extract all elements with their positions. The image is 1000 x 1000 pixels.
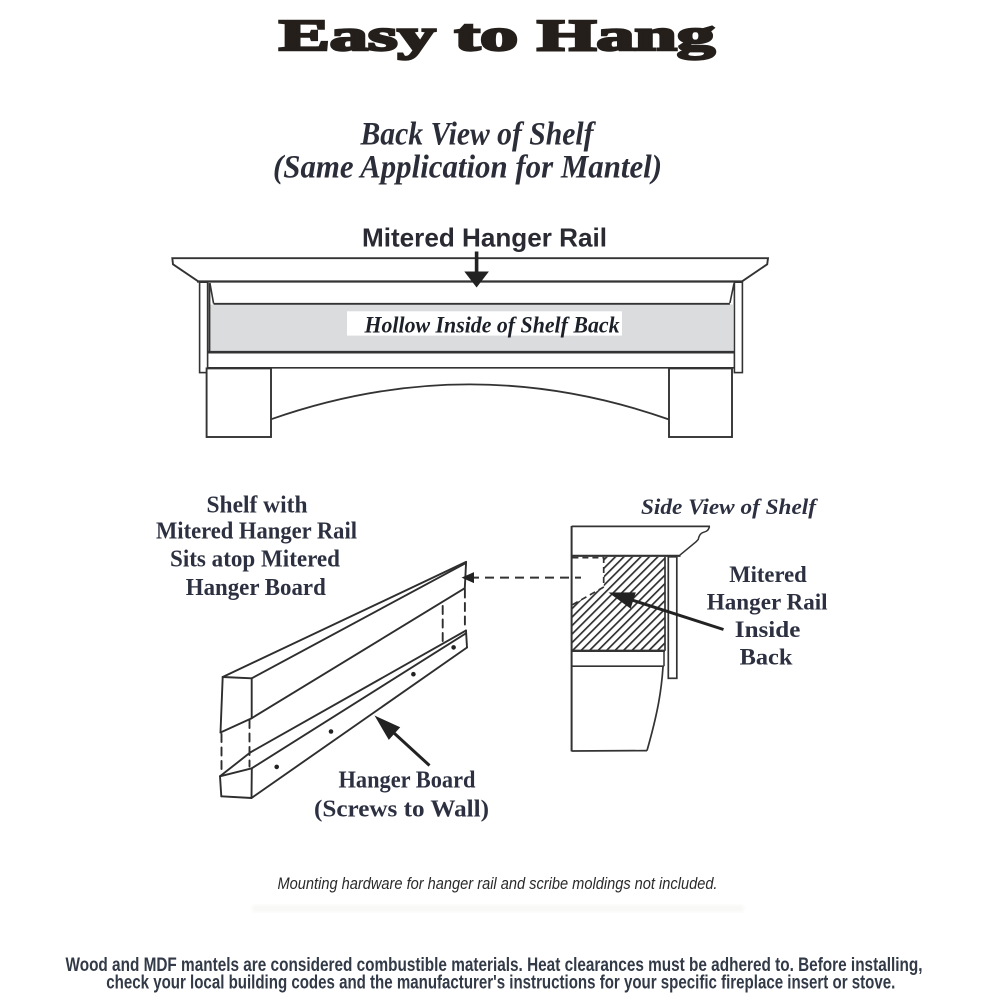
- svg-text:Wood and MDF mantels are consi: Wood and MDF mantels are considered comb…: [66, 954, 923, 976]
- svg-text:Hanger Board: Hanger Board: [186, 575, 327, 601]
- svg-text:Hanger Board: Hanger Board: [339, 768, 477, 794]
- svg-text:(Screws to Wall): (Screws to Wall): [314, 797, 489, 823]
- svg-text:Hanger Rail: Hanger Rail: [707, 590, 828, 615]
- svg-text:Back View of Shelf: Back View of Shelf: [360, 117, 597, 153]
- svg-text:Inside: Inside: [735, 617, 801, 642]
- svg-text:(Same Application for Mantel): (Same Application for Mantel): [273, 150, 662, 186]
- svg-text:Sits atop Mitered: Sits atop Mitered: [170, 546, 341, 572]
- svg-text:Shelf with: Shelf with: [207, 493, 308, 519]
- svg-text:Easy to Hang: Easy to Hang: [279, 11, 715, 60]
- svg-text:Mitered Hanger Rail: Mitered Hanger Rail: [156, 518, 357, 544]
- svg-text:Hollow Inside of Shelf Back: Hollow Inside of Shelf Back: [364, 313, 620, 338]
- svg-text:Mounting hardware for hanger r: Mounting hardware for hanger rail and sc…: [278, 875, 718, 893]
- svg-text:Back: Back: [740, 645, 793, 670]
- svg-text:Mitered: Mitered: [729, 562, 807, 587]
- svg-text:check your local building code: check your local building codes and the …: [106, 971, 895, 993]
- svg-text:Side View of Shelf: Side View of Shelf: [641, 494, 819, 519]
- svg-text:Mitered Hanger Rail: Mitered Hanger Rail: [362, 223, 607, 253]
